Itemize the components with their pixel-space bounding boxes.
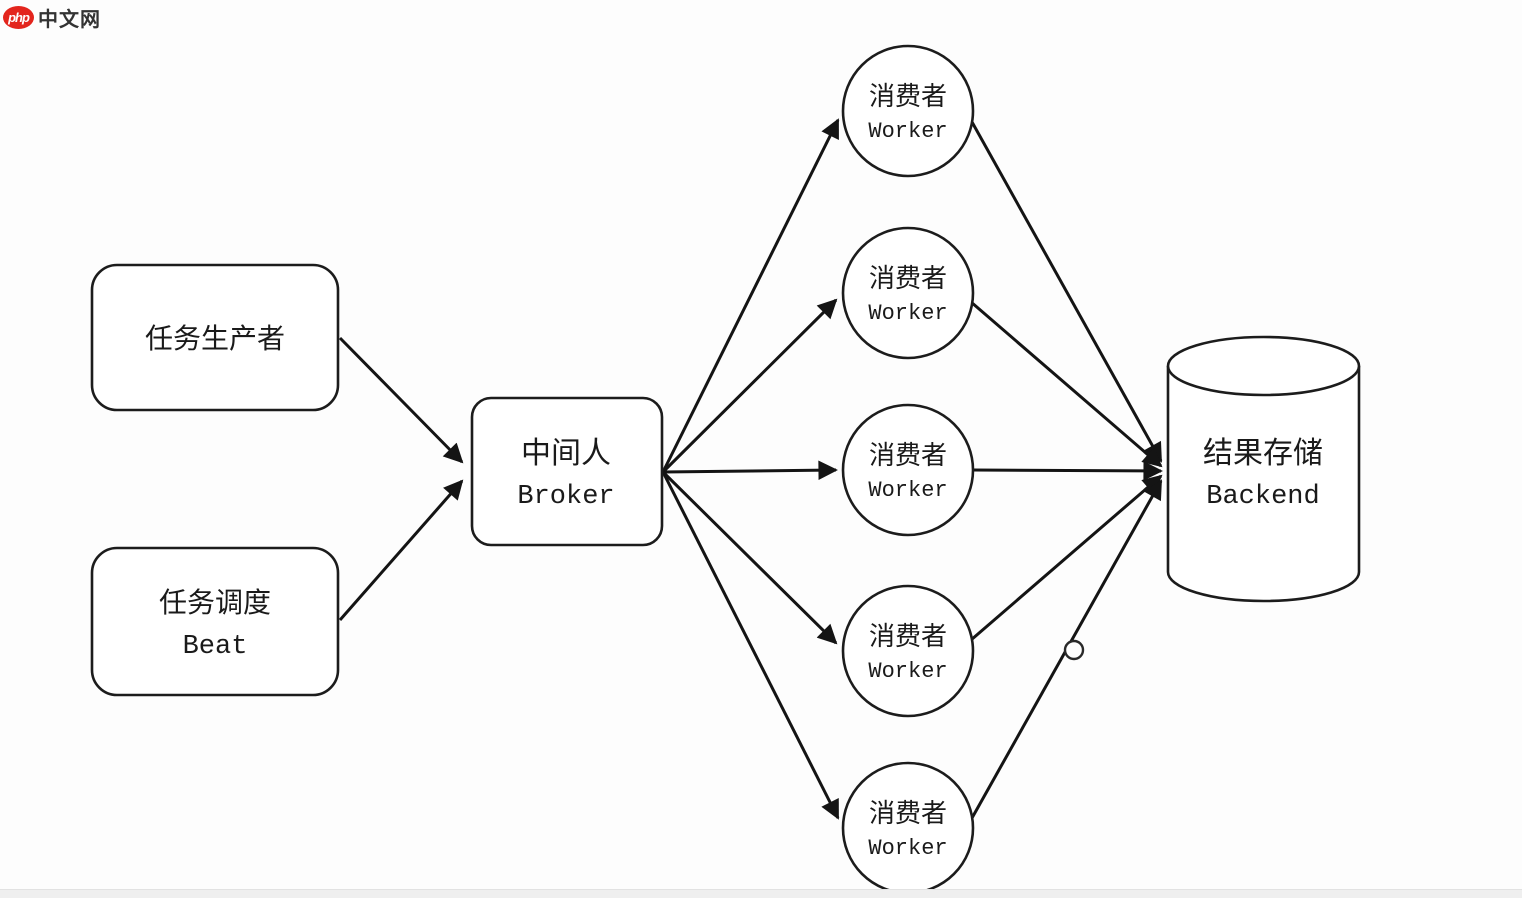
edge-loop-decoration [1063,639,1085,661]
backend-label-en: Backend [1206,482,1319,512]
arrow-worker-3-to-backend [972,461,1163,481]
broker-label-en: Broker [517,482,614,512]
worker-3-circle [841,403,975,537]
task-producer-box [90,263,340,412]
arrow-broker-to-worker-2 [661,298,838,474]
backend-cylinder-top [1166,335,1361,397]
task-beat-label-cn: 任务调度 [159,587,271,618]
node-broker: 中间人 Broker [470,396,664,547]
worker-2-label-en: Worker [868,301,947,326]
worker-3-label-cn: 消费者 [869,440,947,470]
arrow-producer-to-broker [338,336,464,464]
arrow-broker-to-worker-3 [662,460,838,480]
worker-4-label-cn: 消费者 [869,621,947,651]
broker-box [470,396,664,547]
task-beat-label-en: Beat [183,632,248,662]
node-worker-2: 消费者 Worker [841,226,975,360]
arrow-broker-to-worker-1 [661,118,840,473]
site-logo-text: 中文网 [38,9,101,31]
arrow-worker-4-to-backend [970,474,1163,642]
php-logo-badge: php [3,6,34,29]
arrow-worker-2-to-backend [970,300,1163,468]
broker-label-cn: 中间人 [521,437,611,470]
arrow-beat-to-broker [338,479,464,621]
node-task-producer: 任务生产者 [90,263,340,412]
worker-1-label-cn: 消费者 [869,81,947,111]
worker-4-label-en: Worker [868,659,947,684]
node-worker-5: 消费者 Worker [841,761,975,895]
worker-2-circle [841,226,975,360]
node-backend: 结果存储 Backend [1166,335,1361,603]
diagram-edges [338,118,1163,820]
bottom-scrollbar-track[interactable] [0,889,1522,898]
worker-5-label-cn: 消费者 [869,798,947,828]
worker-1-circle [841,44,975,178]
node-worker-1: 消费者 Worker [841,44,975,178]
arrow-broker-to-worker-5 [661,471,840,820]
backend-label-cn: 结果存储 [1203,437,1323,470]
worker-2-label-cn: 消费者 [869,263,947,293]
worker-1-label-en: Worker [868,119,947,144]
site-logo: php 中文网 [3,3,101,32]
worker-5-circle [841,761,975,895]
node-worker-3: 消费者 Worker [841,403,975,537]
task-producer-label: 任务生产者 [145,323,285,354]
node-task-beat: 任务调度 Beat [90,546,340,697]
worker-5-label-en: Worker [868,836,947,861]
task-beat-box [90,546,340,697]
worker-4-circle [841,584,975,718]
arrow-broker-to-worker-4 [661,470,838,645]
arrow-worker-1-to-backend [970,121,1163,463]
backend-cylinder-body [1166,366,1361,603]
worker-3-label-en: Worker [868,478,947,503]
node-worker-4: 消费者 Worker [841,584,975,718]
